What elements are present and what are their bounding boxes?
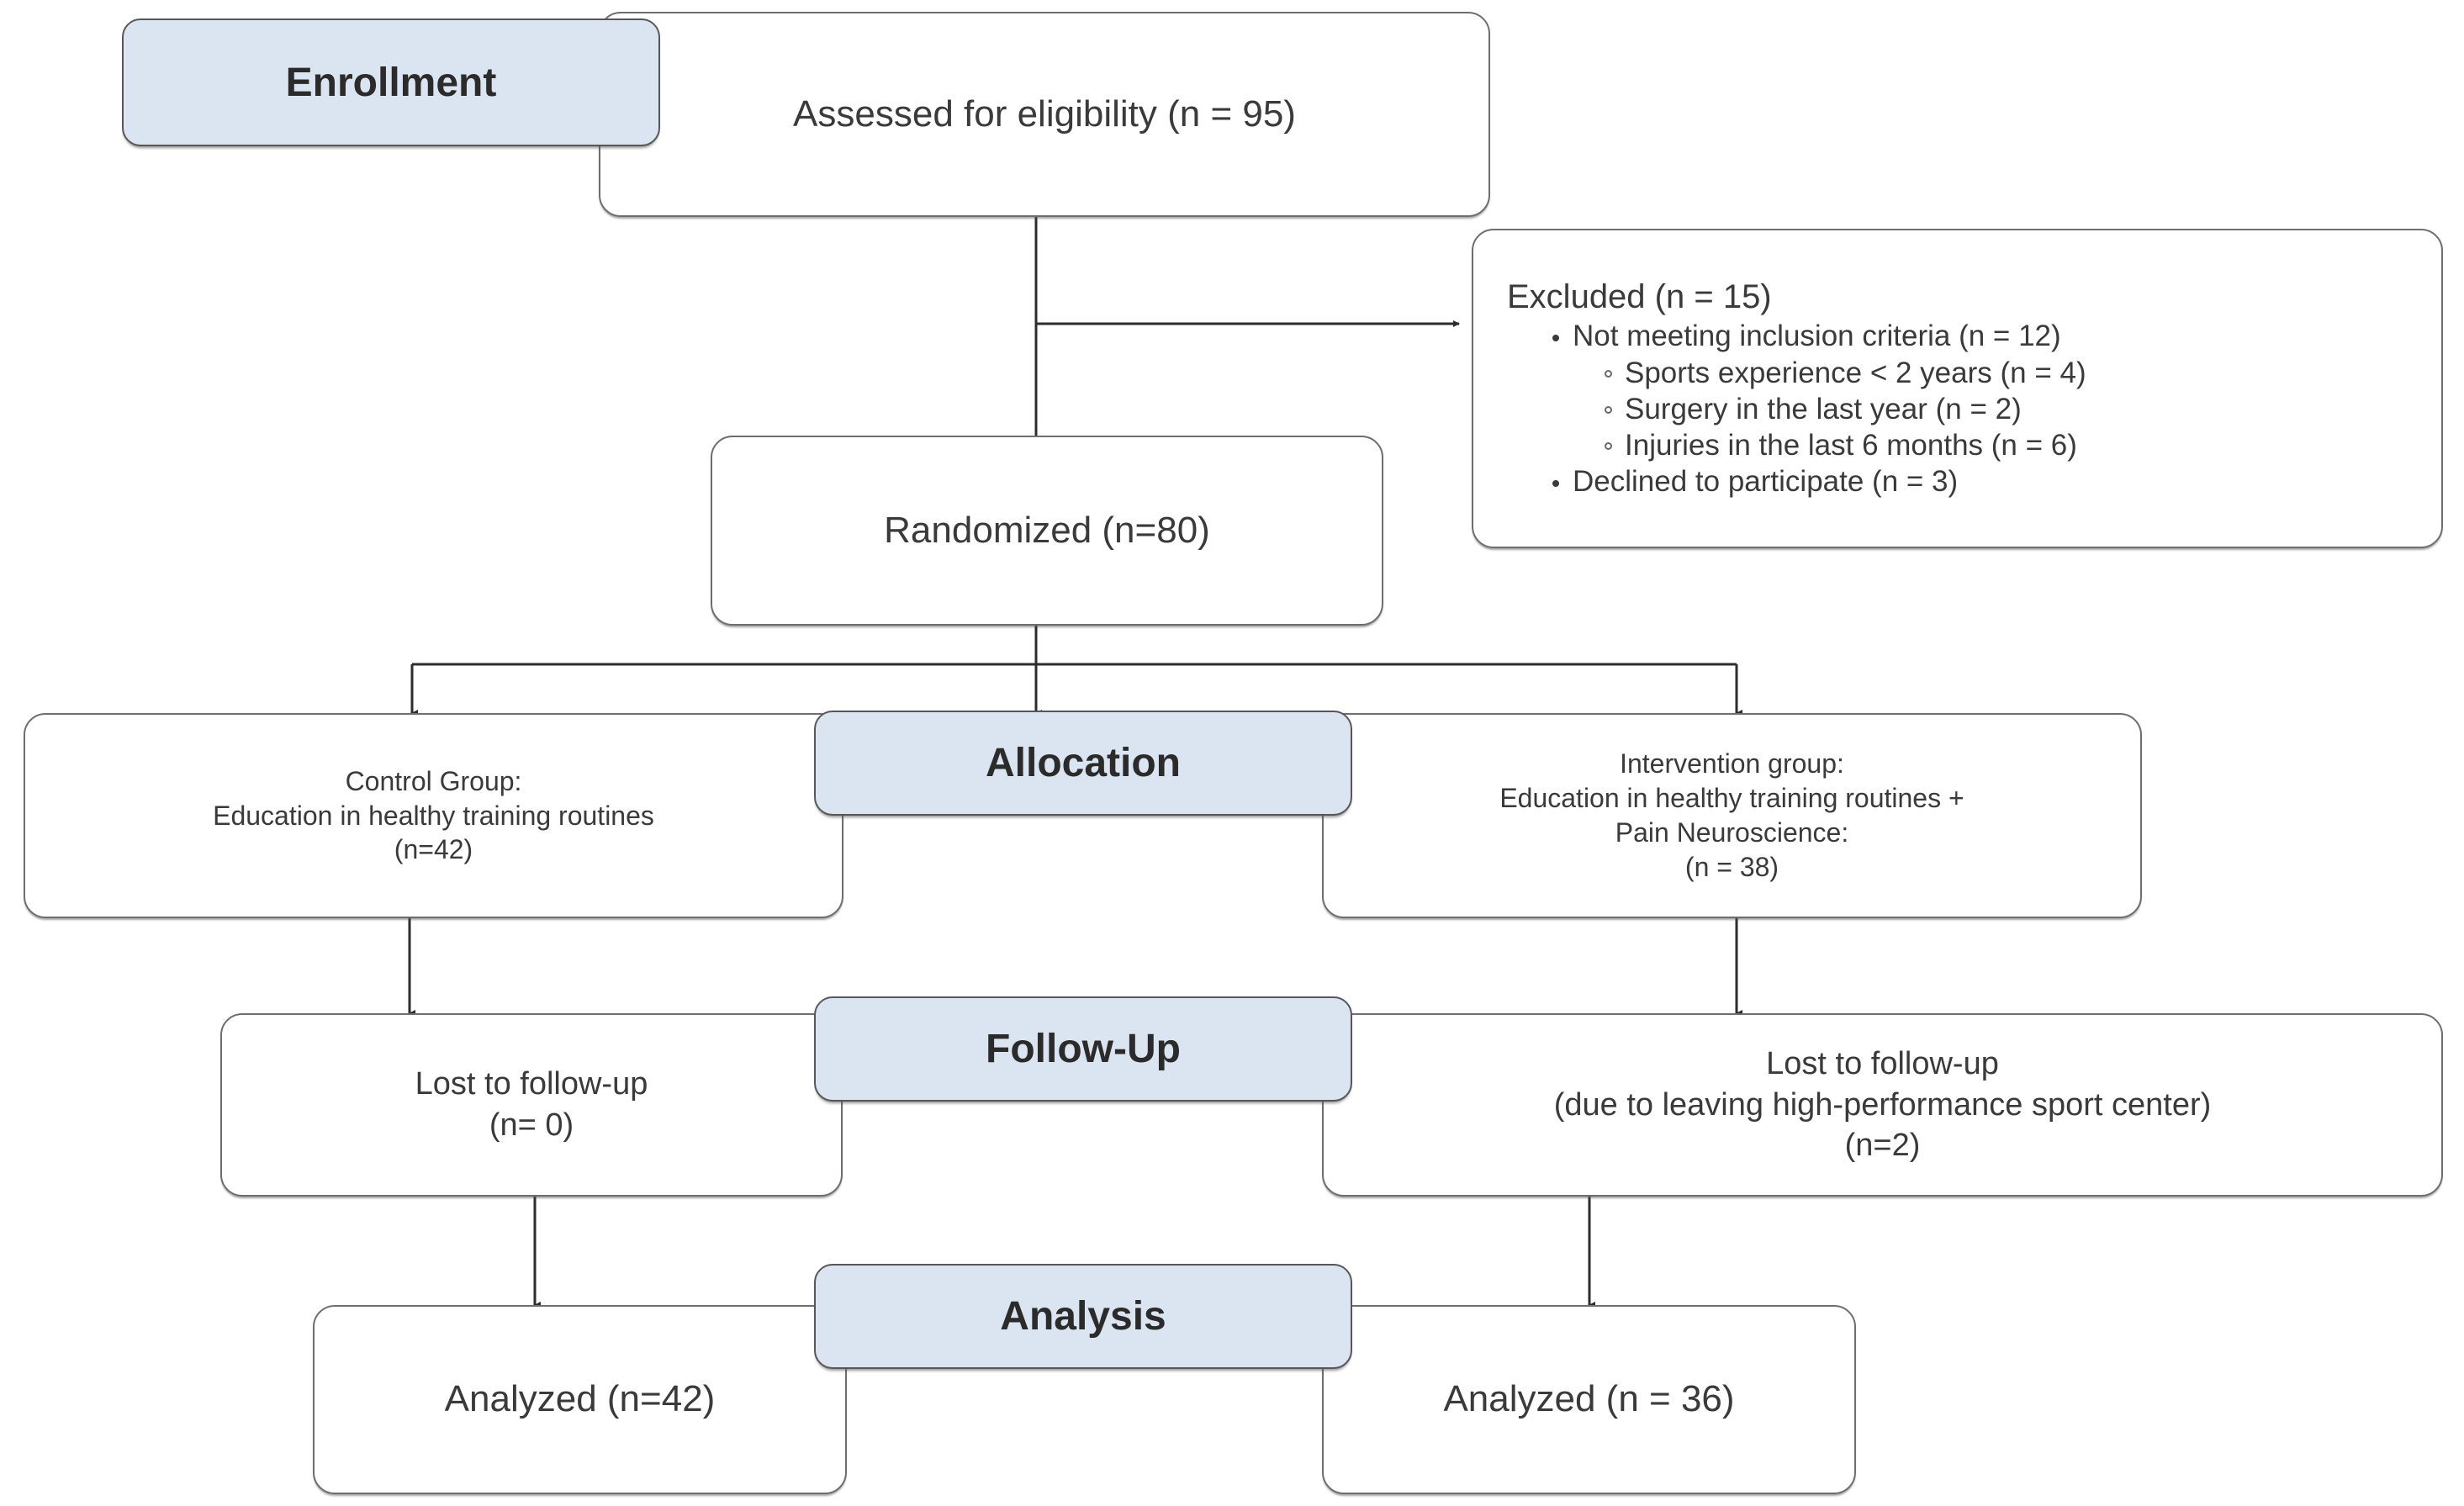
excluded-subreason-text: Surgery in the last year (n = 2) — [1625, 392, 2022, 425]
excluded-subreason-list: Sports experience < 2 years (n = 4) Surg… — [1573, 355, 2441, 464]
excluded-subreason-item: Sports experience < 2 years (n = 4) — [1603, 355, 2441, 391]
excluded-title: Excluded (n = 15) — [1507, 277, 1772, 315]
excluded-content: Excluded (n = 15) Not meeting inclusion … — [1473, 277, 2441, 500]
excluded-reason-text: Declined to participate (n = 3) — [1573, 464, 1959, 498]
randomized-text: Randomized (n=80) — [884, 509, 1210, 551]
stage-label-enrollment-text: Enrollment — [285, 60, 497, 105]
stage-label-analysis-text: Analysis — [1000, 1294, 1166, 1339]
excluded-subreason-text: Injuries in the last 6 months (n = 6) — [1625, 429, 2077, 462]
control-group-box: Control Group: Education in healthy trai… — [24, 713, 843, 918]
stage-label-allocation-text: Allocation — [985, 741, 1181, 785]
intervention-group-box: Intervention group: Education in healthy… — [1322, 713, 2142, 918]
analyzed-intervention-box: Analyzed (n = 36) — [1322, 1305, 1856, 1494]
assessed-for-eligibility-box: Assessed for eligibility (n = 95) — [599, 12, 1490, 217]
lost-followup-control-text: Lost to follow-up (n= 0) — [415, 1066, 648, 1143]
stage-label-enrollment: Enrollment — [122, 18, 660, 146]
analyzed-intervention-text: Analyzed (n = 36) — [1443, 1378, 1735, 1420]
stage-label-followup-text: Follow-Up — [986, 1027, 1181, 1071]
excluded-subreason-item: Injuries in the last 6 months (n = 6) — [1603, 427, 2441, 463]
control-group-text: Control Group: Education in healthy trai… — [213, 765, 654, 865]
lost-followup-control-box: Lost to follow-up (n= 0) — [220, 1013, 843, 1197]
excluded-subreason-text: Sports experience < 2 years (n = 4) — [1625, 356, 2086, 389]
stage-label-analysis: Analysis — [814, 1264, 1352, 1369]
stage-label-followup: Follow-Up — [814, 996, 1352, 1102]
assessed-for-eligibility-text: Assessed for eligibility (n = 95) — [793, 92, 1296, 135]
excluded-box: Excluded (n = 15) Not meeting inclusion … — [1472, 229, 2443, 548]
excluded-reason-item: Declined to participate (n = 3) — [1551, 464, 2441, 500]
excluded-reason-text: Not meeting inclusion criteria (n = 12) — [1573, 319, 2061, 352]
intervention-group-text: Intervention group: Education in healthy… — [1499, 748, 1964, 882]
excluded-subreason-item: Surgery in the last year (n = 2) — [1603, 391, 2441, 427]
excluded-reason-list: Not meeting inclusion criteria (n = 12) … — [1507, 319, 2441, 500]
lost-followup-intervention-text: Lost to follow-up (due to leaving high-p… — [1553, 1046, 2212, 1164]
excluded-reason-item: Not meeting inclusion criteria (n = 12) … — [1551, 319, 2441, 464]
lost-followup-intervention-box: Lost to follow-up (due to leaving high-p… — [1322, 1013, 2443, 1197]
stage-label-allocation: Allocation — [814, 711, 1352, 816]
analyzed-control-box: Analyzed (n=42) — [313, 1305, 847, 1494]
randomized-box: Randomized (n=80) — [711, 436, 1383, 626]
analyzed-control-text: Analyzed (n=42) — [444, 1378, 716, 1420]
